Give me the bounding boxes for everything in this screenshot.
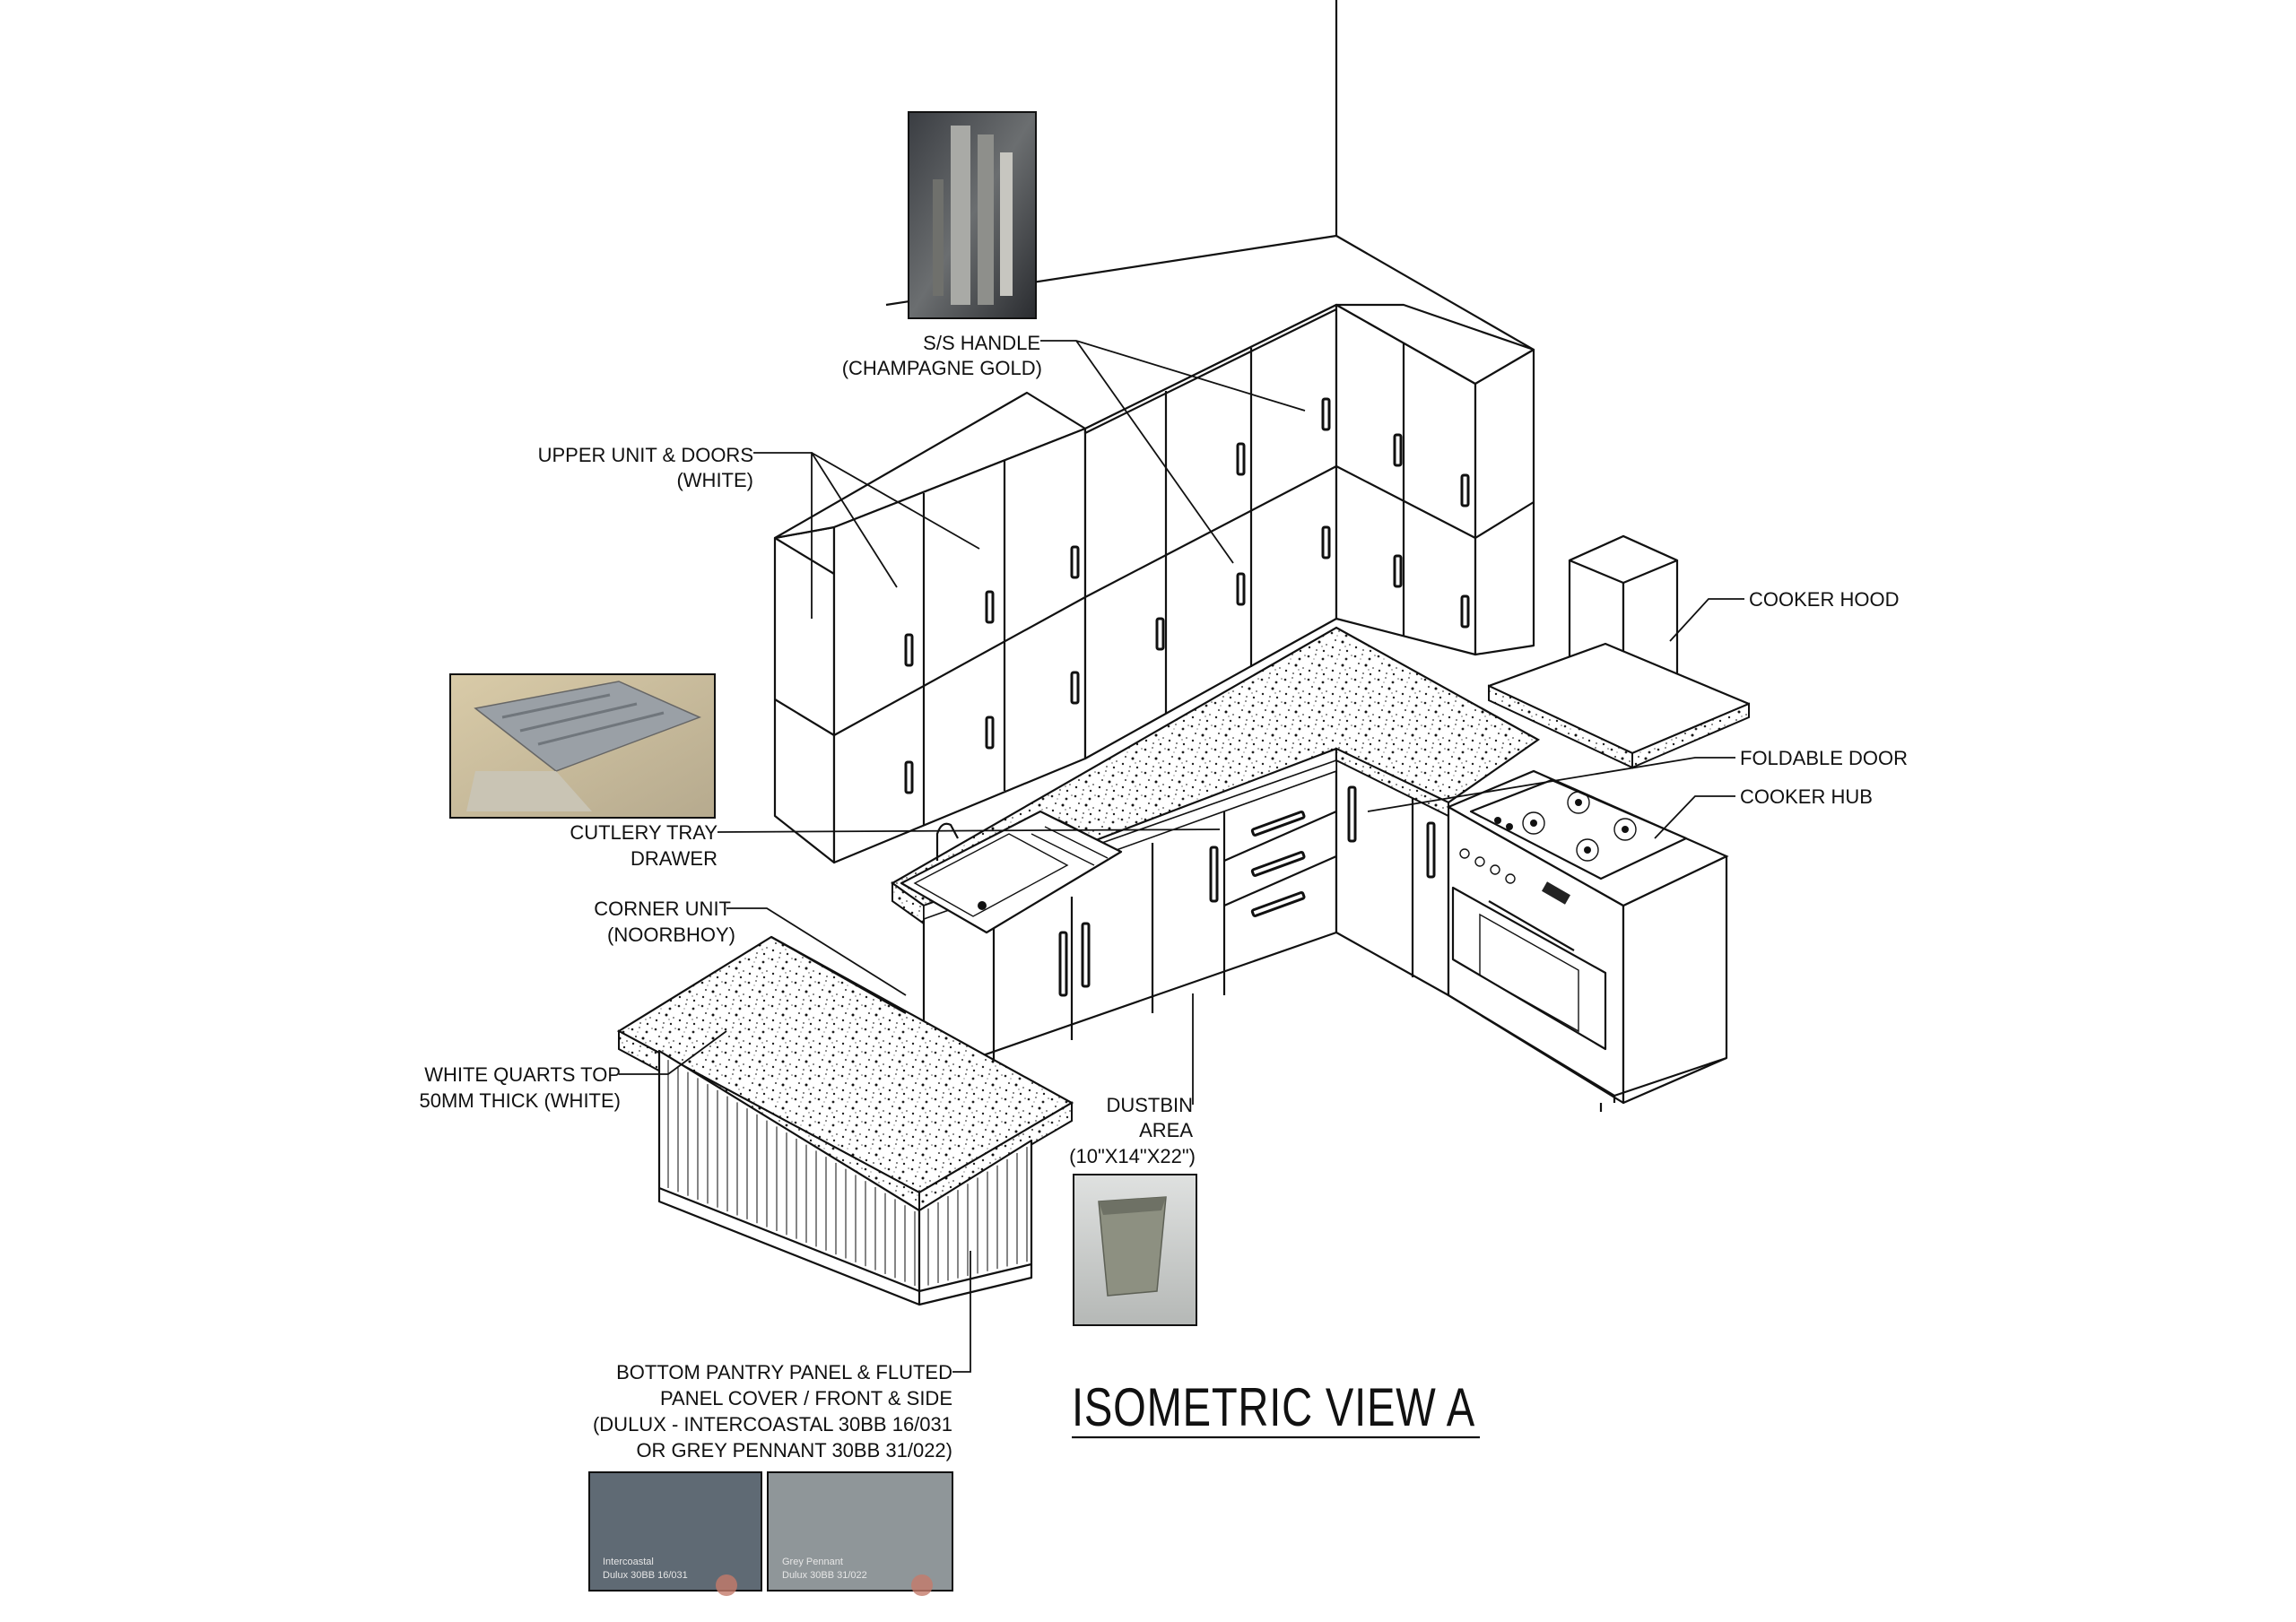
cooker-hood-label: COOKER HOOD [1749,588,1899,611]
swatch-1-name: Intercoastal [603,1557,654,1567]
cutlery-tray-photo [449,673,716,819]
cooker-hood [1487,534,1751,769]
upper-handles [904,397,1470,794]
dustbin-label-3: (10"X14"X22") [1069,1145,1196,1167]
bottom-panel-label-4: OR GREY PENNANT 30BB 31/022) [636,1439,952,1462]
foldable-door-label: FOLDABLE DOOR [1740,747,1908,769]
labels: S/S HANDLE (CHAMPAGNE GOLD) UPPER UNIT &… [420,332,1909,1462]
ss-handle-label-2: (CHAMPAGNE GOLD) [842,357,1042,379]
swatch-2-brand: Dulux 30BB 31/022 [782,1570,867,1581]
bottom-panel-label-1: BOTTOM PANTRY PANEL & FLUTED [616,1361,952,1383]
upper-unit-label-2: (WHITE) [676,469,753,491]
corner-unit-label-1: CORNER UNIT [594,898,731,920]
title-block: ISOMETRIC VIEW A [1072,1377,1480,1439]
cutlery-tray-label-1: CUTLERY TRAY [570,821,718,844]
quartz-top-label-2: 50MM THICK (WHITE) [420,1089,621,1112]
quartz-top-label-1: WHITE QUARTS TOP [424,1063,621,1086]
handle-photo [908,111,1037,319]
cooker-hub-label: COOKER HUB [1740,785,1873,808]
cooker-hob [1446,769,1729,907]
upper-unit-label-1: UPPER UNIT & DOORS [538,444,753,466]
dustbin-photo [1073,1174,1197,1326]
corner-unit-label-2: (NOORBHOY) [607,924,735,946]
dustbin-label-1: DUSTBIN [1106,1094,1193,1116]
leader-lines [619,340,1744,1373]
sink [900,810,1123,934]
fluted-panel [667,1060,1028,1287]
bottom-panel-label-3: (DULUX - INTERCOASTAL 30BB 16/031 [593,1413,952,1436]
swatch-1-brand: Dulux 30BB 16/031 [603,1570,688,1581]
paint-swatches: Intercoastal Dulux 30BB 16/031 Grey Penn… [588,1471,953,1596]
bottom-panel-label-2: PANEL COVER / FRONT & SIDE [660,1387,952,1409]
view-title: ISOMETRIC VIEW A [1072,1377,1475,1437]
cutlery-tray-label-2: DRAWER [631,847,718,870]
ss-handle-label-1: S/S HANDLE [923,332,1040,354]
island [616,935,1074,1306]
swatch-2-name: Grey Pennant [782,1557,843,1567]
dustbin-label-2: AREA [1139,1119,1193,1141]
